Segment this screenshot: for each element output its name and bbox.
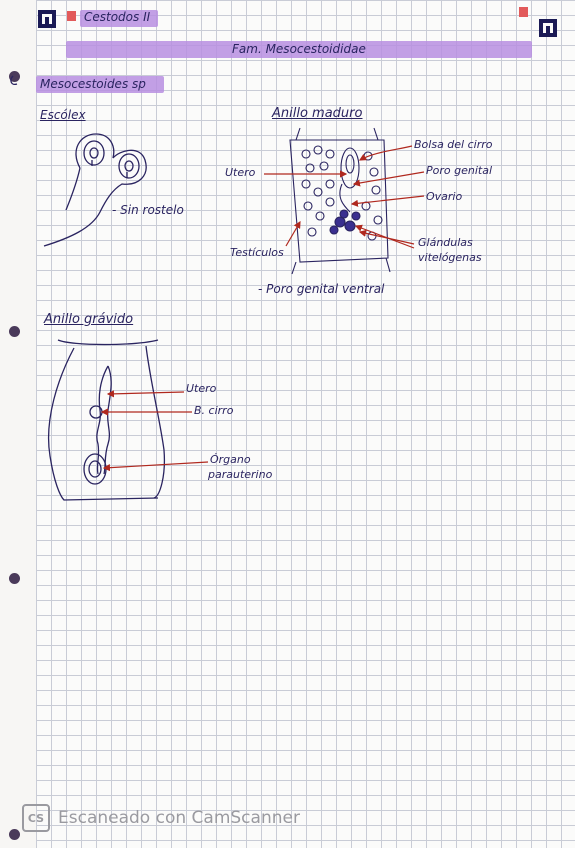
gravid-ring-drawing [47,339,166,501]
label-bolsa-cirro: Bolsa del cirro [414,138,493,151]
binder-hole-1 [9,71,20,82]
binder-hole-2 [9,326,20,337]
scolex-note: - Sin rostelo [112,203,184,217]
family-highlight [66,41,532,58]
label-testiculos: Testículos [230,246,284,259]
label-ovario: Ovario [426,190,463,203]
graph-paper [36,0,575,848]
label-poro-genital: Poro genital [426,164,492,177]
section-title: Mesocestoides sp [40,77,146,91]
section-highlight [36,76,164,93]
label-poro-ventral: - Poro genital ventral [258,282,385,296]
mature-ring-drawing [289,127,391,275]
corner-logo-right-icon [539,19,557,37]
camscanner-watermark: CS Escaneado con CamScanner [22,804,300,832]
scolex-heading: Escólex [40,108,86,122]
subject-highlight [80,10,158,27]
watermark-text: Escaneado con CamScanner [58,808,300,828]
mature-ring-arrows [264,145,425,249]
label-organo: Órgano [210,453,251,466]
mature-ring-heading: Anillo maduro [272,106,363,121]
label-vitelogenas: vitelógenas [418,251,482,264]
subject-title: Cestodos II [84,10,151,24]
margin-mark [10,75,18,86]
scolex-drawing [43,133,147,247]
label-utero-gravid: Utero [186,382,217,395]
gravid-ring-heading: Anillo grávido [44,312,134,327]
corner-tab-left [67,11,76,21]
binder-hole-4 [9,829,20,840]
camscanner-icon: CS [22,804,50,832]
label-parauterino: parauterino [208,468,273,481]
label-utero-mature: Utero [225,166,256,179]
family-title: Fam. Mesocestoididae [232,42,366,56]
label-b-cirro: B. cirro [194,404,234,417]
corner-tab-right [519,7,528,17]
corner-logo-left-icon [38,10,56,28]
binder-hole-3 [9,573,20,584]
gravid-ring-arrows [100,390,209,472]
label-glandulas: Glándulas [418,236,473,249]
